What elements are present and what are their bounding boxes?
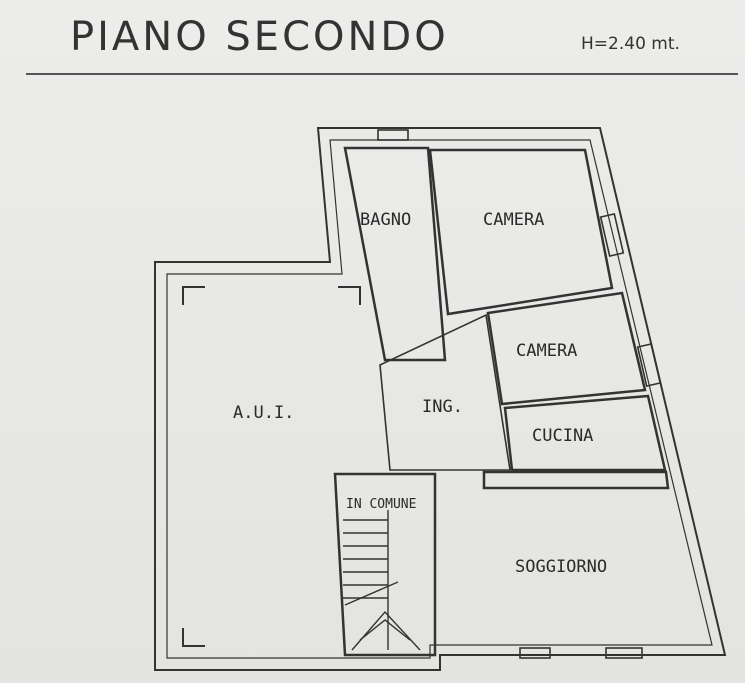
outer-wall xyxy=(154,127,727,671)
ceiling-height: H=2.40 mt. xyxy=(581,34,680,54)
window xyxy=(599,212,625,258)
title-underline xyxy=(26,73,738,75)
camera2-walls xyxy=(486,291,647,406)
room-label-aui: A.U.I. xyxy=(233,403,294,423)
room-label-bagno: BAGNO xyxy=(360,210,411,230)
room-label-comune: IN COMUNE xyxy=(346,497,416,512)
camera1-walls xyxy=(428,148,614,316)
window xyxy=(519,647,551,659)
stair-landing xyxy=(351,610,421,651)
room-label-camera-2: CAMERA xyxy=(516,341,577,361)
stair-arrow xyxy=(344,581,399,606)
outer-wall-inner xyxy=(166,139,713,659)
room-label-ingresso: ING. xyxy=(422,397,463,417)
room-label-soggiorno: SOGGIORNO xyxy=(515,557,607,577)
window xyxy=(605,647,643,659)
stair-well xyxy=(333,472,437,657)
bagno-walls xyxy=(343,146,447,362)
room-label-camera-1: CAMERA xyxy=(483,210,544,230)
soggiorno-divider xyxy=(482,470,670,490)
aui-corner-mark xyxy=(182,628,205,647)
window xyxy=(377,129,409,141)
cucina-walls xyxy=(503,394,667,472)
floor-title: PIANO SECONDO xyxy=(70,14,449,60)
room-label-cucina: CUCINA xyxy=(532,426,593,446)
aui-corner-mark xyxy=(182,286,205,305)
aui-corner-mark xyxy=(338,286,361,305)
ingresso-walls xyxy=(379,313,511,471)
window xyxy=(636,342,662,388)
stair-landing xyxy=(359,619,411,641)
